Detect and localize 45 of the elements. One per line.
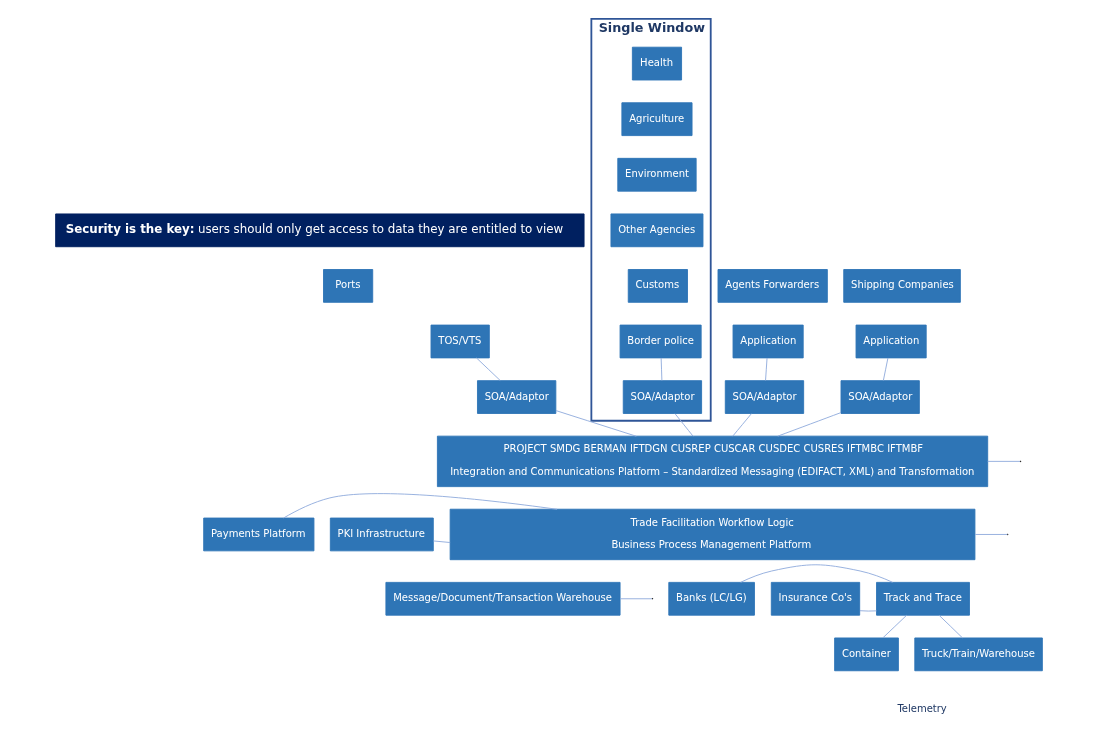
connector [619, 598, 653, 600]
connector [859, 610, 877, 612]
node-box: SOA/Adaptor [840, 380, 920, 414]
node-box: Shipping Companies [843, 269, 961, 303]
node-box: Agents Forwarders [717, 269, 828, 303]
node-box: PKI Infrastructure [329, 517, 434, 552]
node-box: Border police [619, 324, 702, 359]
node-box: Message/Document/Transaction Warehouse [385, 581, 621, 616]
node-box: Truck/Train/Warehouse [914, 637, 1043, 672]
node-box: TOS/VTS [430, 324, 490, 359]
label: Telemetry [897, 703, 947, 715]
node-box: Application [855, 324, 927, 359]
node-box: SOA/Adaptor [477, 380, 557, 414]
connector [987, 460, 1021, 462]
node-box: SOA/Adaptor [724, 380, 805, 414]
node-box: SOA/Adaptor [622, 380, 703, 414]
node-box: Environment [617, 157, 697, 192]
node-box: Customs [627, 269, 688, 303]
connector [433, 540, 451, 543]
connector [283, 493, 558, 519]
node-box: Trade Facilitation Workflow Logic Business Process Management Platform [449, 508, 976, 561]
node-box: Banks (LC/LG) [668, 581, 755, 616]
node-box: Security is the key: users should only get access to data they are entitled to view [55, 213, 585, 248]
node-box: Ports [323, 269, 374, 303]
node-box: Payments Platform [203, 517, 315, 552]
connector [765, 357, 768, 381]
node-box: Track and Trace [876, 581, 970, 616]
connector [660, 357, 663, 381]
connector [674, 413, 694, 437]
node-box: Health [631, 46, 682, 81]
node-box: Other Agencies [610, 213, 704, 248]
node-box: Application [732, 324, 804, 359]
node-box: Agriculture [621, 102, 693, 137]
connector [882, 357, 889, 381]
connector [882, 614, 908, 639]
connector [732, 413, 752, 437]
connector [777, 412, 842, 437]
connector [974, 534, 1008, 535]
connector [938, 614, 963, 639]
node-box: Container [834, 637, 899, 672]
connector [740, 564, 893, 583]
node-box: PROJECT SMDG BERMAN IFTDGN CUSREP CUSCAR CUSDEC CUSRES IFTMBC IFTMBF Integration and Communications Platform – Standardized Messaging (EDIFACT, XML) and Transformation [436, 435, 989, 488]
connector [555, 410, 637, 437]
connector [476, 357, 501, 381]
node-box: Insurance Co's [770, 581, 861, 616]
